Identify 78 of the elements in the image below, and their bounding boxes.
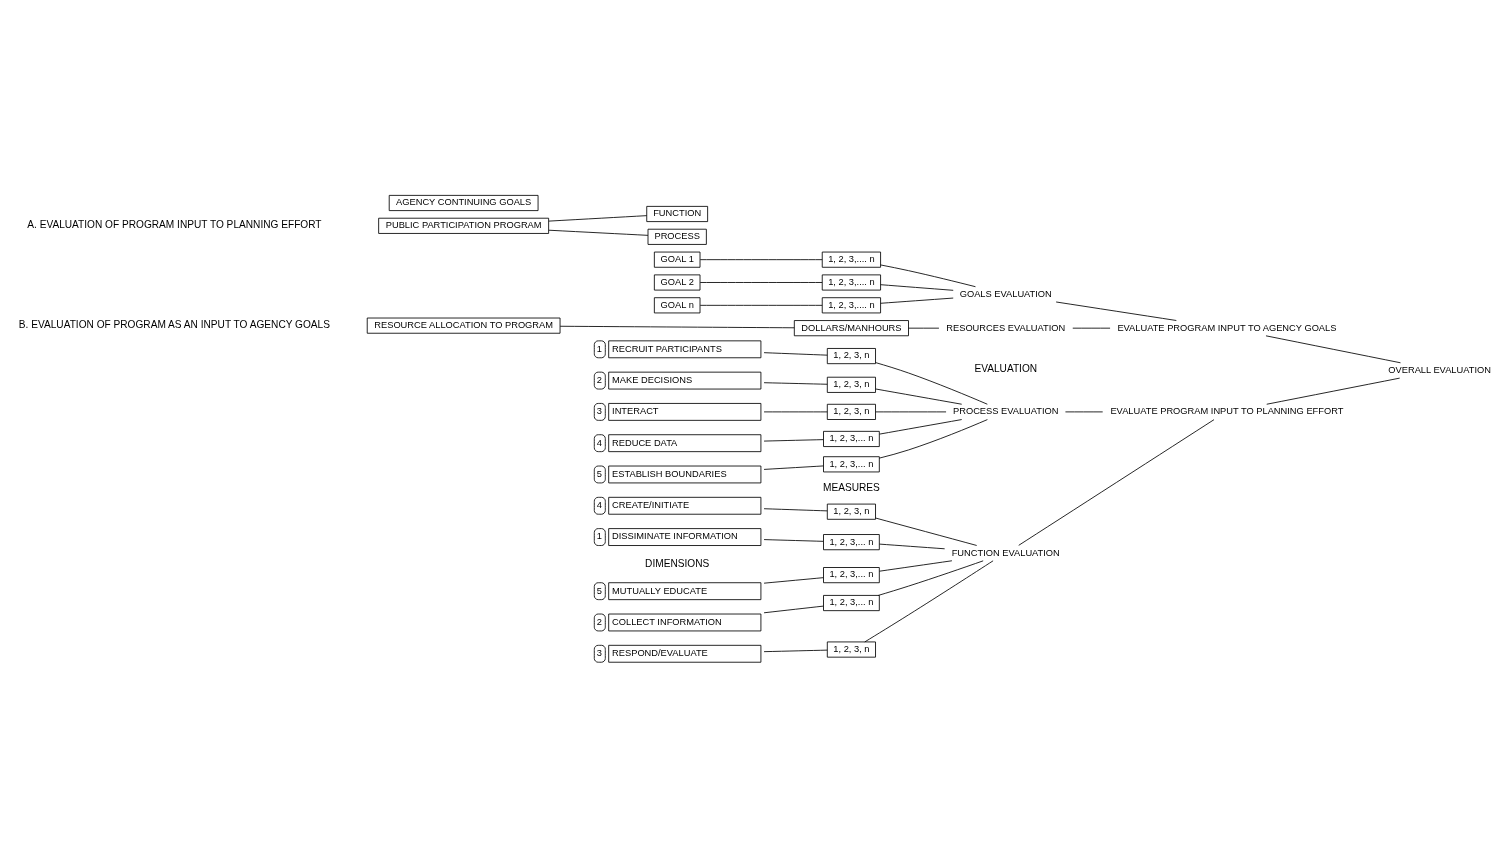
connector: [763, 382, 828, 385]
connector: [763, 508, 828, 512]
connector: [763, 439, 824, 442]
node-label: 4: [596, 437, 603, 448]
connector: [1265, 335, 1401, 364]
node-label: 1: [596, 531, 603, 542]
node-box: 1, 2, 3,... n: [823, 595, 880, 612]
node-box: PUBLIC PARTICIPATION PROGRAM: [378, 217, 550, 234]
node-text: EVALUATE PROGRAM INPUT TO AGENCY GOALS: [1117, 322, 1337, 333]
node-box: GOAL 1: [653, 251, 701, 268]
node-box: 1, 2, 3, n: [826, 503, 876, 520]
connector: [875, 517, 978, 546]
node-box: 1, 2, 3,.... n: [821, 251, 881, 268]
connector: [1266, 377, 1401, 405]
connector: [864, 560, 994, 643]
label: A. EVALUATION OF PROGRAM INPUT TO PLANNING EFFORT: [27, 219, 322, 231]
connector: [763, 577, 824, 584]
connector: [548, 229, 649, 236]
node-box: 1, 2, 3, n: [826, 403, 876, 420]
connector: [880, 297, 954, 304]
connector: [875, 388, 963, 405]
node-box: FUNCTION: [646, 205, 709, 223]
connector: [763, 649, 828, 653]
node-box: 1, 2, 3,.... n: [821, 274, 881, 291]
connector: [763, 411, 828, 413]
node-text: FUNCTION EVALUATION: [951, 547, 1060, 558]
node-box: 1, 2, 3, n: [826, 376, 876, 393]
label: EVALUATION: [974, 363, 1038, 375]
connector: [908, 327, 940, 329]
connector: [1055, 301, 1177, 321]
node-text: RESOURCES EVALUATION: [946, 322, 1066, 333]
connector: [548, 215, 648, 222]
node-box: RESOURCE ALLOCATION TO PROGRAM: [366, 317, 561, 334]
connector: [1018, 419, 1215, 546]
node-label: 2: [596, 374, 603, 385]
node-label: 2: [596, 616, 603, 627]
node-box: 1, 2, 3, n: [826, 641, 876, 658]
connector: [763, 465, 824, 470]
node-box: PROCESS: [647, 228, 707, 245]
node-box: GOAL n: [653, 297, 701, 314]
connector: [699, 282, 823, 283]
node-text: EVALUATE PROGRAM INPUT TO PLANNING EFFORT: [1110, 406, 1344, 417]
label: MEASURES: [823, 481, 880, 493]
node-box: 1, 2, 3,... n: [823, 534, 880, 551]
node-label: 5: [596, 585, 603, 596]
node-label: 5: [596, 468, 603, 479]
node-box: 1, 2, 3,... n: [823, 456, 880, 473]
connector: [875, 362, 988, 405]
label: DIMENSIONS: [645, 557, 710, 569]
connector: [879, 560, 953, 572]
node-text: GOALS EVALUATION: [959, 288, 1052, 299]
node-text: PROCESS EVALUATION: [952, 406, 1059, 417]
connector: [879, 543, 946, 550]
connector: [877, 560, 984, 596]
node-box: 1, 2, 3, n: [826, 348, 876, 365]
connector: [880, 284, 954, 291]
node-text: OVERALL EVALUATION: [1388, 364, 1491, 375]
node-box: GOAL 2: [653, 274, 701, 291]
node-box: 1, 2, 3,... n: [823, 567, 880, 584]
node-box: 1, 2, 3,.... n: [821, 297, 881, 314]
connector: [763, 605, 824, 614]
node-box: DOLLARS/MANHOURS: [793, 320, 909, 337]
connector: [880, 264, 976, 288]
connector: [699, 259, 823, 261]
connector: [699, 304, 823, 306]
connector: [559, 325, 795, 329]
node-label: 1: [596, 343, 603, 354]
connector: [763, 352, 828, 356]
node-label: 3: [596, 648, 603, 659]
label: B. EVALUATION OF PROGRAM AS AN INPUT TO AGENCY GOALS: [18, 319, 330, 331]
connector: [875, 411, 947, 413]
node-box: AGENCY CONTINUING GOALS: [388, 194, 539, 212]
node-label: 3: [596, 406, 603, 417]
node-box: 1, 2, 3,... n: [823, 430, 880, 447]
connector: [878, 419, 988, 459]
node-label: 4: [596, 500, 603, 511]
connector: [763, 539, 824, 542]
connector: [879, 419, 963, 435]
